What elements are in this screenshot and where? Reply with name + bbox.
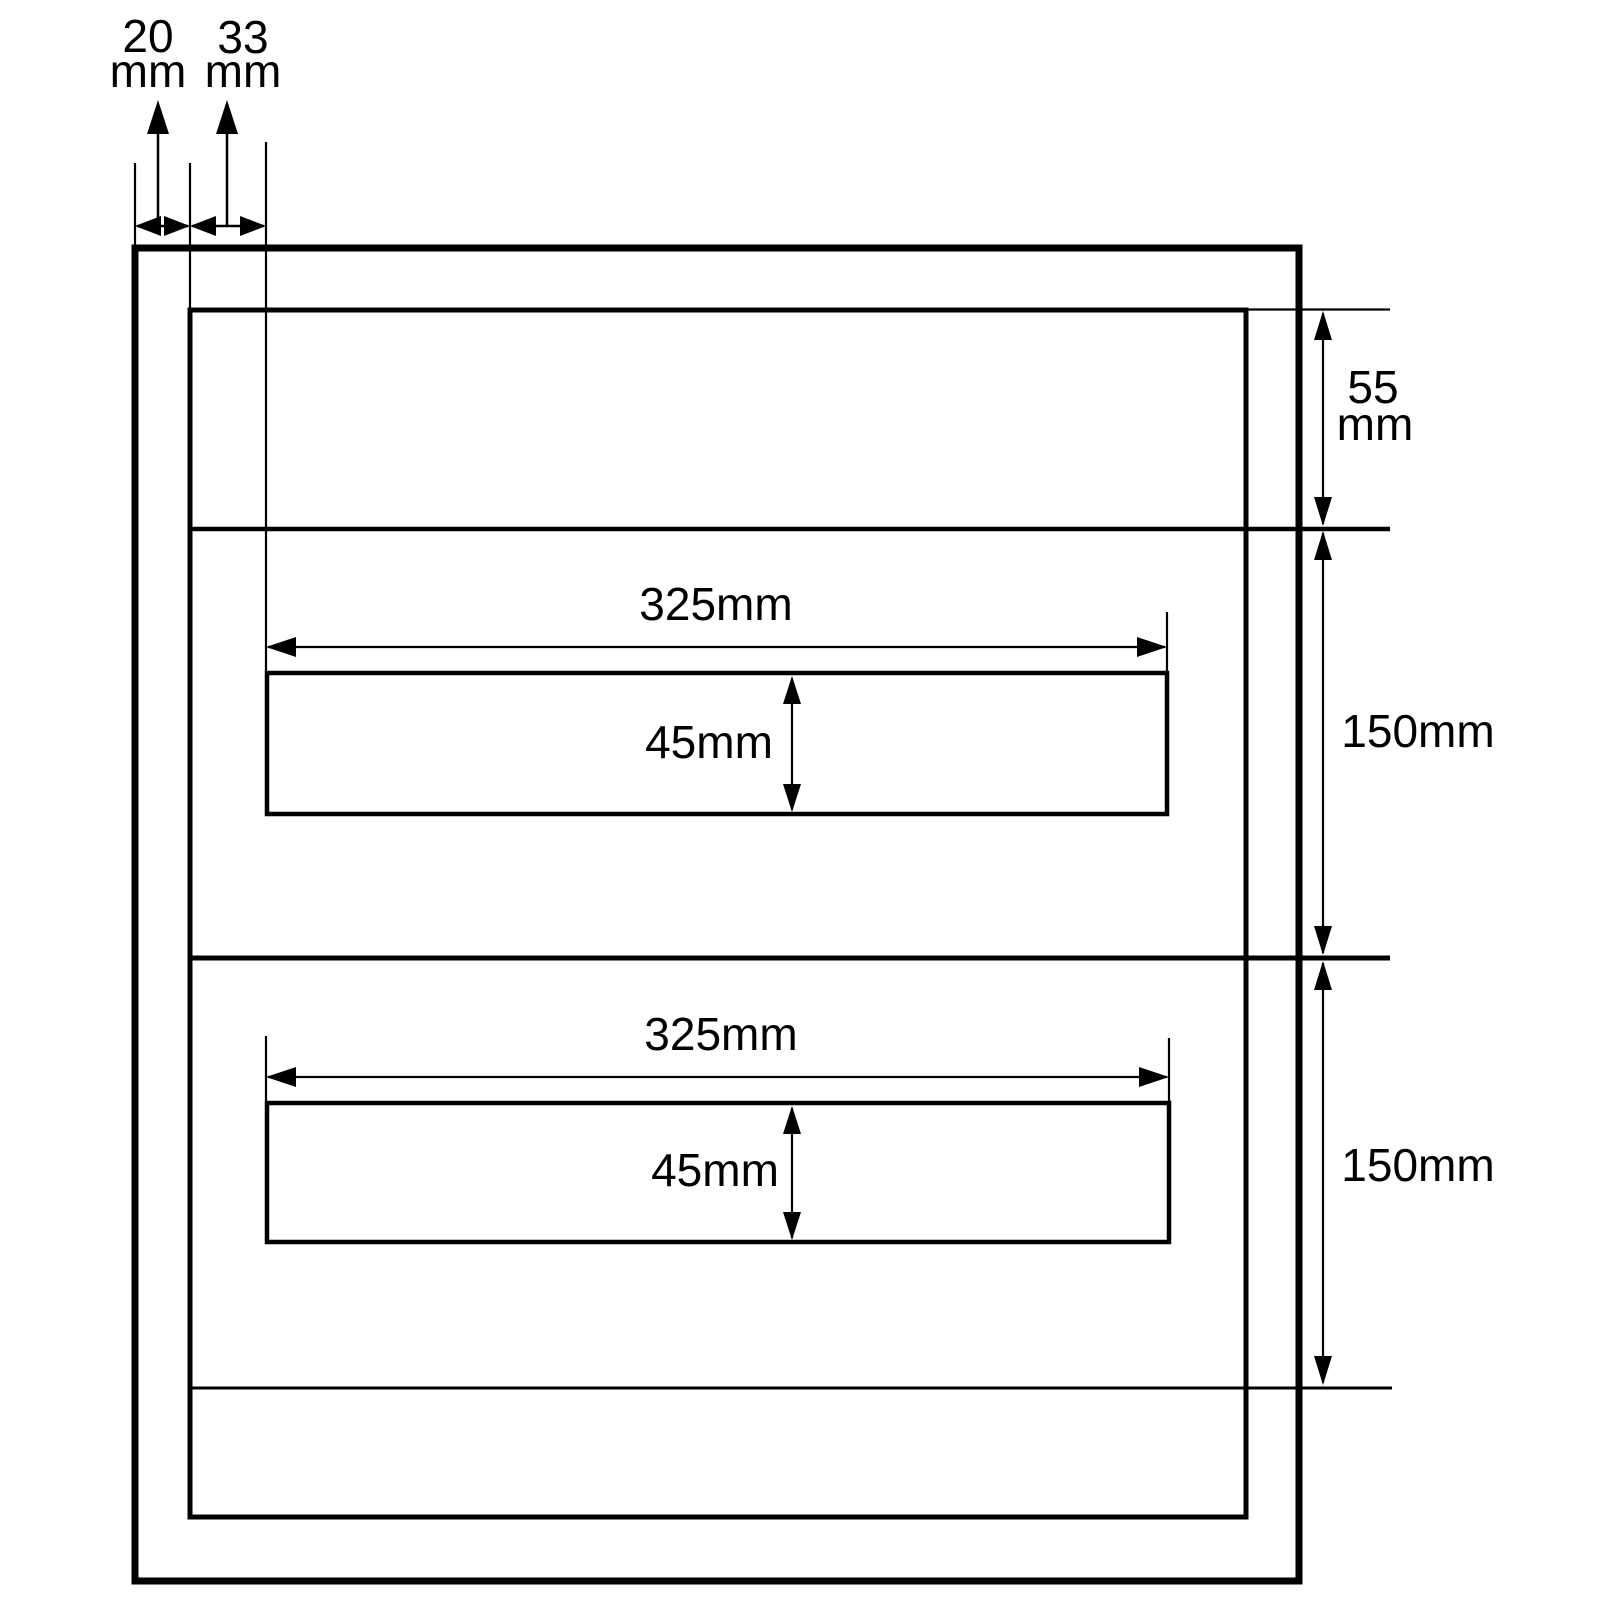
dim-label-325-slot2: 325mm (644, 1008, 798, 1060)
dim-label-33-value: 33 (217, 11, 269, 63)
dim-arrow-150mm-upper (1314, 531, 1332, 955)
dim-label-55-unit: mm (1336, 398, 1414, 450)
dim-arrow-45mm-slot2 (783, 1106, 801, 1240)
extension-lines (133, 142, 1390, 1101)
slot-1 (264, 670, 1170, 817)
outer-frame (131, 244, 1303, 1585)
dim-label-55-value: 55 (1347, 361, 1399, 413)
slot-2 (264, 1100, 1172, 1245)
dim-label-45-slot2: 45mm (651, 1144, 779, 1196)
dim-arrow-33mm (190, 100, 266, 236)
dim-arrow-20mm (135, 100, 190, 236)
inner-frame (187, 307, 1249, 1520)
dim-arrow-150mm-lower (1314, 961, 1332, 1385)
dim-label-33-unit: mm (204, 45, 282, 97)
dim-label-20-unit: mm (109, 45, 187, 97)
dim-arrow-325mm-slot1 (266, 637, 1167, 657)
dim-arrow-45mm-slot1 (783, 676, 801, 812)
dim-label-325-slot1: 325mm (639, 578, 793, 630)
dim-label-45-slot1: 45mm (645, 716, 773, 768)
dim-label-150-lower: 150mm (1341, 1139, 1495, 1191)
dim-label-20-value: 20 (122, 10, 174, 62)
dim-arrow-55mm (1314, 311, 1332, 526)
dim-label-150-upper: 150mm (1341, 705, 1495, 757)
dim-arrow-325mm-slot2 (266, 1067, 1169, 1087)
